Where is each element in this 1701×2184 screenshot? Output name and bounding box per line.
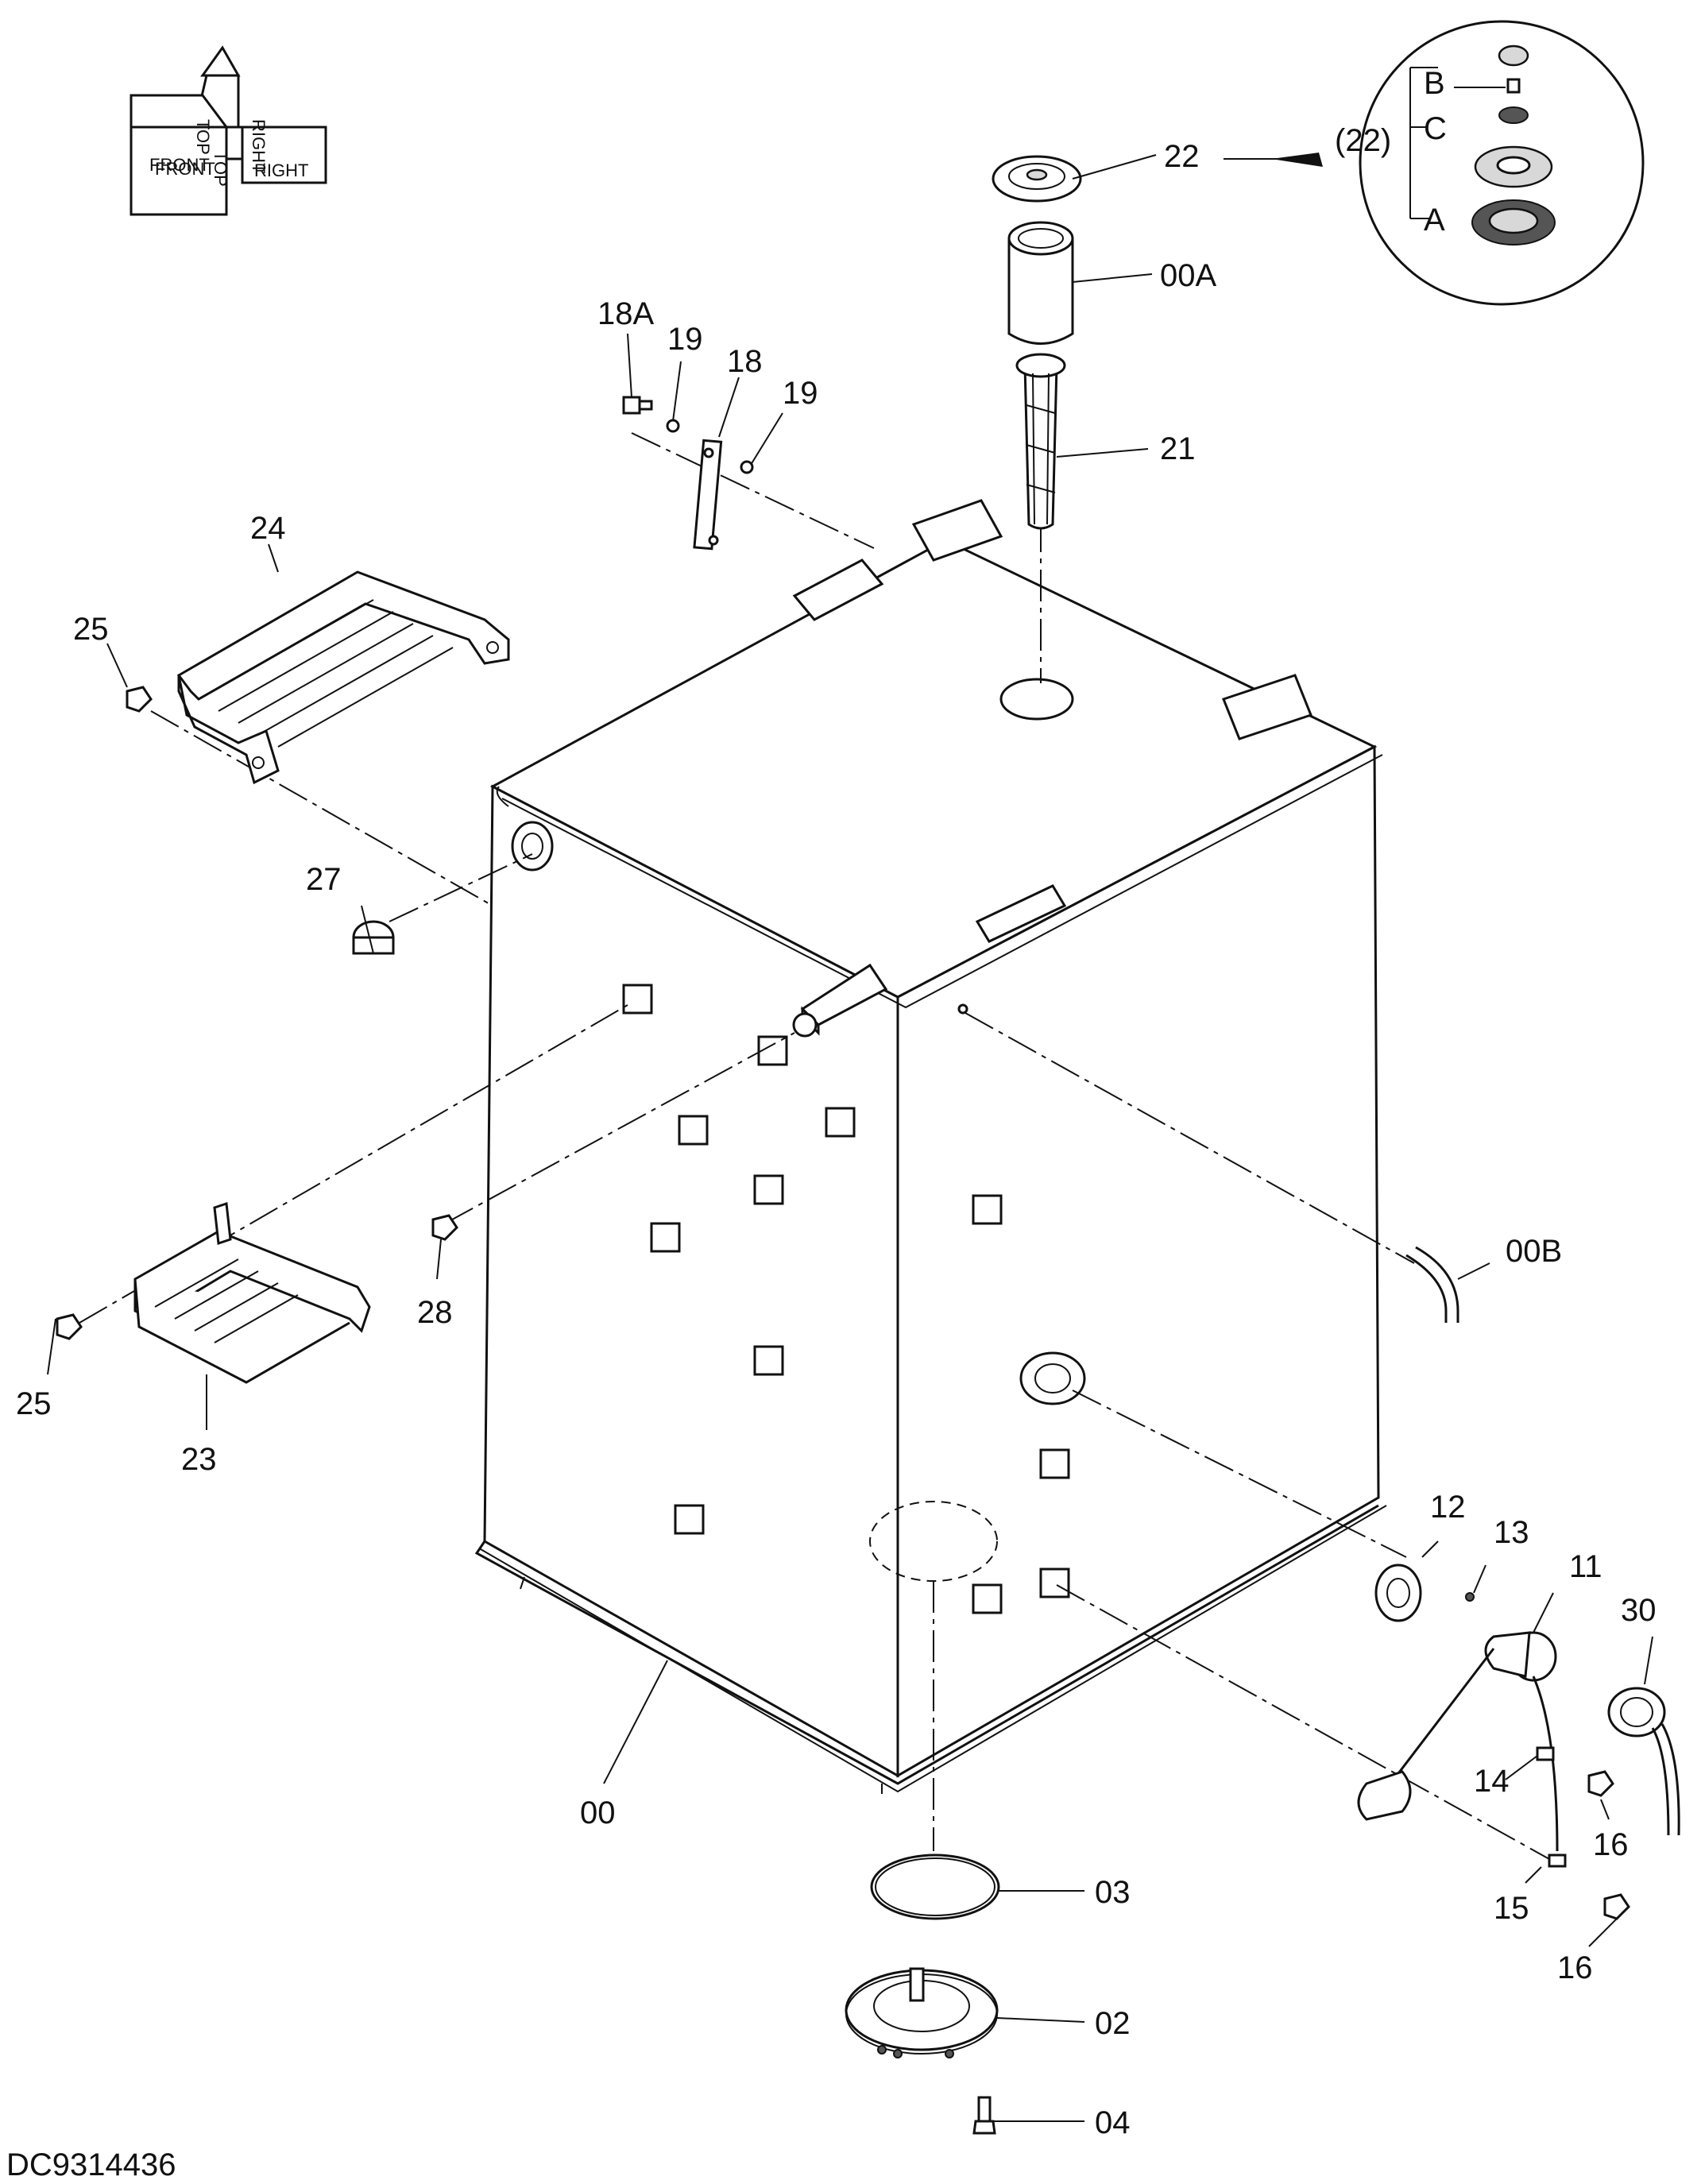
part-label-15: 15 [1494,1891,1529,1926]
filler-opening [999,678,1074,721]
step-lower [133,1201,371,1384]
part-label-04: 04 [1095,2105,1131,2140]
mount-pad [911,499,1003,562]
part-label-27: 27 [306,862,342,897]
bolt [56,1313,83,1340]
ring-port [792,1012,818,1038]
part-label-03: 03 [1095,1875,1131,1910]
part-label-14: 14 [1474,1764,1510,1799]
step-upper [176,570,510,785]
part-labels: 22 00A 21 18A 19 18 19 24 25 27 28 25 23… [16,139,1657,2140]
part-label-00A: 00A [1160,258,1216,293]
sensor-gasket [1374,1564,1422,1622]
clip-bracket [622,984,1070,1614]
part-label-24: 24 [250,511,286,546]
part-label-13: 13 [1494,1515,1529,1550]
inset-label-b: B [1424,66,1445,101]
part-label-02: 02 [1095,2006,1131,2041]
leader-lines [47,154,1653,2122]
detail-inset: B C A (22) [1271,20,1645,306]
part-label-16: 16 [1557,1950,1593,1985]
part-label-18: 18 [727,344,763,379]
filter-basket [1015,353,1066,530]
part-label-25: 25 [73,612,109,647]
part-label-25: 25 [16,1386,52,1421]
sensor-cover [1607,1687,1680,1836]
orientation-label: TOP [193,119,213,155]
orientation-cube-icon: FRONT TOP RIGHT FRONT TOP RIGHT [130,45,327,216]
part-label-22: 22 [1164,139,1200,174]
drawing-id: DC9314436 [6,2147,176,2182]
plug-small [431,1214,458,1241]
mount-pad [1222,674,1312,740]
bolt [622,396,653,415]
inset-label-c: C [1424,111,1447,146]
orientation-label: RIGHT [254,160,308,180]
mount-pad [792,559,884,621]
o-ring [870,1854,1000,1920]
side-port [511,821,554,872]
level-sensor [1357,1564,1630,1920]
orientation-label: RIGHT [249,119,269,173]
mount-pad [975,884,1067,943]
part-label-21: 21 [1160,431,1196,466]
part-label-28: 28 [417,1295,453,1330]
part-label-18A: 18A [597,296,654,331]
inset-label-a: A [1424,203,1445,238]
part-label-00B: 00B [1506,1234,1562,1269]
pipe-elbow [1405,1246,1459,1323]
drain-cover [845,1967,999,2058]
support-bracket [693,439,723,551]
strainer-can [1007,221,1074,345]
part-label-23: 23 [181,1442,217,1477]
part-label-19: 19 [667,322,703,357]
washer [666,419,680,433]
orientation-label: TOP [211,151,230,187]
plug [352,920,395,955]
filler-cap [992,155,1082,203]
part-label-11: 11 [1569,1549,1602,1584]
sensor-screw [1465,1592,1475,1602]
part-label-16: 16 [1593,1827,1629,1862]
washer [740,460,754,474]
orientation-label: FRONT [155,159,215,179]
sensor-port [1019,1351,1086,1405]
inset-group-label: (22) [1335,123,1391,158]
part-label-00: 00 [580,1796,616,1830]
bolt [126,686,153,713]
part-label-30: 30 [1621,1593,1657,1628]
orientation-label: FRONT [149,155,210,175]
part-label-19: 19 [783,376,818,411]
part-label-12: 12 [1430,1490,1466,1525]
bolt [972,2096,996,2135]
tank-body [474,499,1387,1794]
